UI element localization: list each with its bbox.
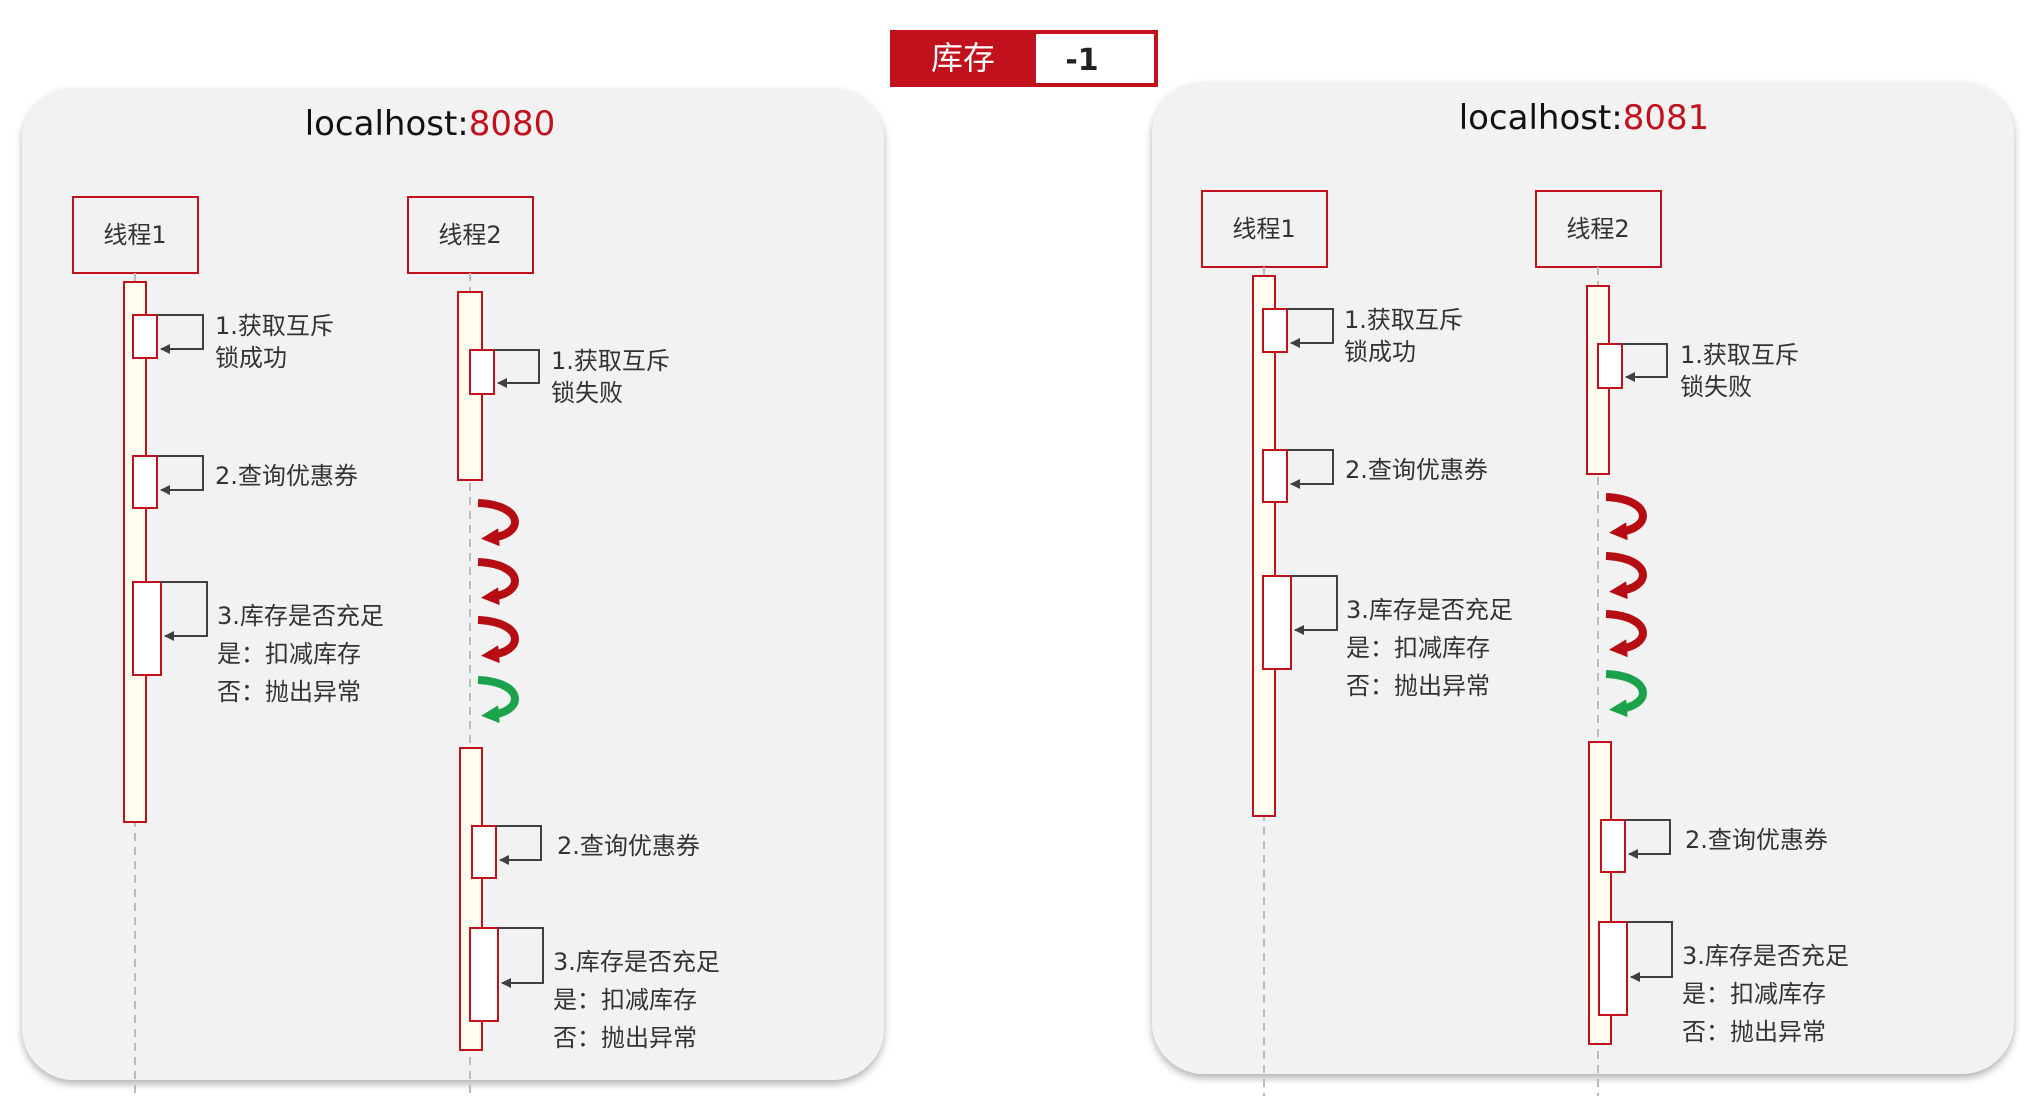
self-call-arrow [157, 314, 204, 354]
step-text: 2.查询优惠券 [215, 462, 358, 490]
self-call-arrow [494, 349, 540, 388]
self-call-arrow [1625, 819, 1671, 859]
retry-arrow [1605, 552, 1647, 600]
step-box [1262, 575, 1292, 670]
server-panel-8081: localhost:8081 线程1 1.获取互斥 锁成功 2.查询优惠券 3.… [1152, 82, 2014, 1096]
stock-value-box [1036, 34, 1154, 83]
step-box [132, 581, 162, 676]
step-text: 1.获取互斥 锁失败 [551, 347, 678, 407]
retry-arrows [1605, 493, 1647, 718]
thread-1-lifeline: 线程1 1.获取互斥 锁成功 2.查询优惠券 3.库存是否充足 是：扣减库存 否… [72, 196, 392, 1096]
step-text: 1.获取互斥 锁失败 [1680, 341, 1807, 401]
step-text: 1.获取互斥 锁成功 [1344, 306, 1471, 366]
retry-arrow [477, 616, 519, 664]
thread-box [407, 196, 534, 274]
step-box [1262, 308, 1288, 353]
step-text: 3.库存是否充足 是：扣减库存 否：抛出异常 [1346, 596, 1521, 700]
self-call-arrow [498, 927, 544, 988]
step-text: 2.查询优惠券 [1685, 826, 1828, 854]
thread-box [72, 196, 199, 274]
step-text: 2.查询优惠券 [1345, 456, 1488, 484]
step-box [471, 825, 497, 879]
activation-bar [457, 291, 483, 481]
step-box [469, 349, 495, 395]
self-call-arrow [1287, 449, 1334, 489]
self-call-arrow [161, 581, 208, 641]
panel-background [1152, 82, 2014, 1074]
thread-box [1535, 190, 1662, 268]
retry-arrow [477, 499, 519, 547]
thread-box [1201, 190, 1328, 268]
step-box [1598, 921, 1628, 1016]
thread-2-lifeline: 线程2 1.获取互斥 锁失败 2.查询优惠券 3.库存是否充足 [407, 196, 728, 1096]
activation-bar [123, 281, 147, 823]
panel-background [22, 88, 884, 1080]
step-box [1262, 449, 1288, 503]
self-call-arrow [496, 825, 542, 865]
self-call-arrow [157, 455, 204, 495]
retry-arrows [477, 499, 519, 724]
host-label: localhost: [305, 104, 469, 144]
self-call-arrow [1627, 921, 1673, 982]
thread-1-lifeline: 线程1 1.获取互斥 锁成功 2.查询优惠券 3.库存是否充足 是：扣减库存 否… [1201, 190, 1521, 1096]
panel-title: localhost:8081 [1459, 98, 1710, 138]
self-call-arrow [1287, 308, 1334, 348]
retry-arrow [477, 558, 519, 606]
self-call-arrow [1622, 343, 1668, 382]
stock-indicator: 库存 -1 [890, 30, 1158, 87]
thread-2-lifeline: 线程2 1.获取互斥 锁失败 2.查询优惠券 3.库存是否充足 [1535, 190, 1857, 1096]
retry-arrow [1605, 610, 1647, 658]
step-box [1600, 819, 1626, 873]
stock-value: -1 [1065, 43, 1098, 78]
step-text: 3.库存是否充足 是：扣减库存 否：抛出异常 [217, 602, 392, 706]
port-label: 8081 [1623, 98, 1710, 138]
self-call-arrow [1291, 575, 1338, 635]
panel-title: localhost:8080 [305, 104, 556, 144]
retry-arrow [1605, 493, 1647, 541]
step-text: 3.库存是否充足 是：扣减库存 否：抛出异常 [1682, 942, 1857, 1046]
host-label: localhost: [1459, 98, 1623, 138]
step-box [132, 314, 158, 359]
activation-bar [1252, 275, 1276, 817]
success-arrow [1605, 670, 1647, 718]
port-label: 8080 [469, 104, 556, 144]
step-box [132, 455, 158, 509]
step-text: 2.查询优惠券 [557, 832, 700, 860]
success-arrow [477, 676, 519, 724]
thread-label: 线程2 [438, 221, 501, 249]
stock-label: 库存 [931, 39, 995, 77]
thread-label: 线程1 [1232, 215, 1295, 243]
step-box [469, 927, 499, 1022]
step-text: 1.获取互斥 锁成功 [215, 312, 342, 372]
step-box [1597, 343, 1623, 389]
step-text: 3.库存是否充足 是：扣减库存 否：抛出异常 [553, 948, 728, 1052]
server-panel-8080: localhost:8080 线程1 1.获取互斥 锁成功 2.查询优惠券 3.… [22, 88, 884, 1096]
thread-label: 线程1 [103, 221, 166, 249]
thread-label: 线程2 [1566, 215, 1629, 243]
